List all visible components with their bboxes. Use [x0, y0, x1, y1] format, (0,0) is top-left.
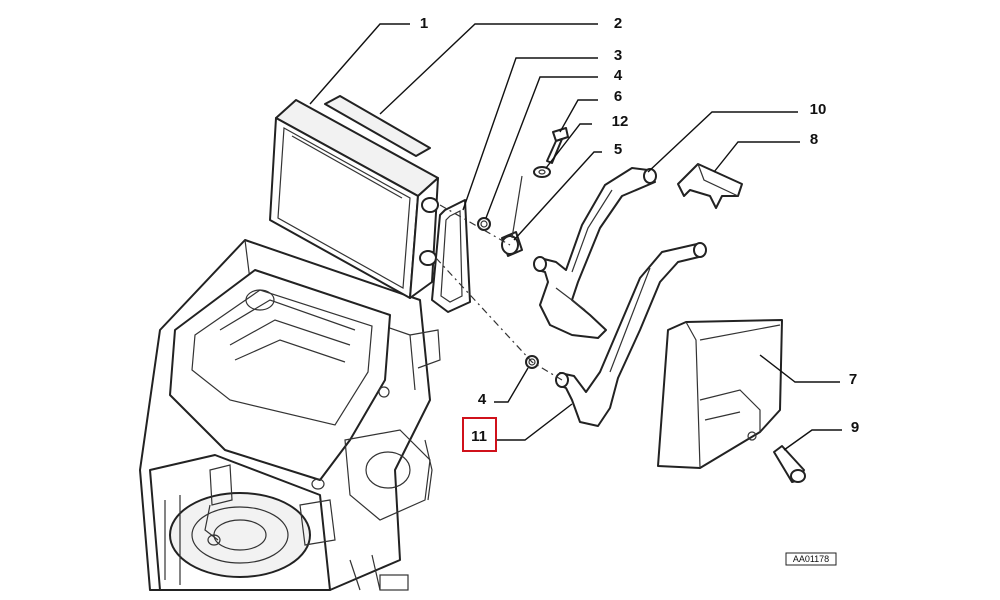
leader-6	[559, 99, 598, 133]
callout-2: 2	[614, 15, 622, 32]
fitting-part-5	[501, 175, 523, 257]
leader-4b	[494, 367, 529, 403]
callout-12: 12	[612, 113, 629, 130]
leader-12	[545, 123, 592, 169]
bolt-part-9	[773, 445, 806, 483]
leader-9	[783, 429, 842, 451]
hose-part-10	[533, 167, 657, 339]
callout-11: 11	[471, 428, 487, 445]
callout-3: 3	[614, 47, 622, 64]
o-ring-part-4-upper	[477, 217, 491, 231]
seal-strip-part-2	[324, 95, 431, 157]
reference-code-box	[785, 552, 837, 566]
reference-code: AA01178	[793, 554, 829, 564]
heater-housing-assembly	[139, 239, 441, 591]
callout-7: 7	[849, 371, 857, 388]
cover-panel-part-7	[657, 319, 783, 469]
callout-8: 8	[810, 131, 818, 148]
leader-1	[309, 23, 410, 105]
leader-8	[713, 141, 800, 173]
callout-9: 9	[851, 419, 859, 436]
bracket-part-8	[677, 163, 743, 209]
leader-4a	[485, 76, 598, 219]
callout-1: 1	[420, 15, 428, 32]
leader-11	[497, 403, 573, 441]
callout-4-upper: 4	[614, 67, 623, 84]
callout-5: 5	[614, 141, 622, 158]
callout-4-lower: 4	[478, 391, 487, 408]
leader-7	[759, 354, 840, 383]
assembly-line-upper	[439, 204, 511, 246]
callout-6: 6	[614, 88, 622, 105]
washer-part-12	[533, 166, 551, 178]
screw-part-6	[546, 127, 569, 164]
gasket-part-3	[431, 199, 471, 313]
callout-10: 10	[810, 101, 827, 118]
leader-3	[462, 57, 598, 211]
leader-2	[379, 23, 598, 115]
callout-11-highlight-box	[462, 417, 497, 452]
leader-5	[513, 151, 602, 241]
leader-10	[647, 111, 798, 173]
assembly-line-lower	[435, 257, 563, 381]
